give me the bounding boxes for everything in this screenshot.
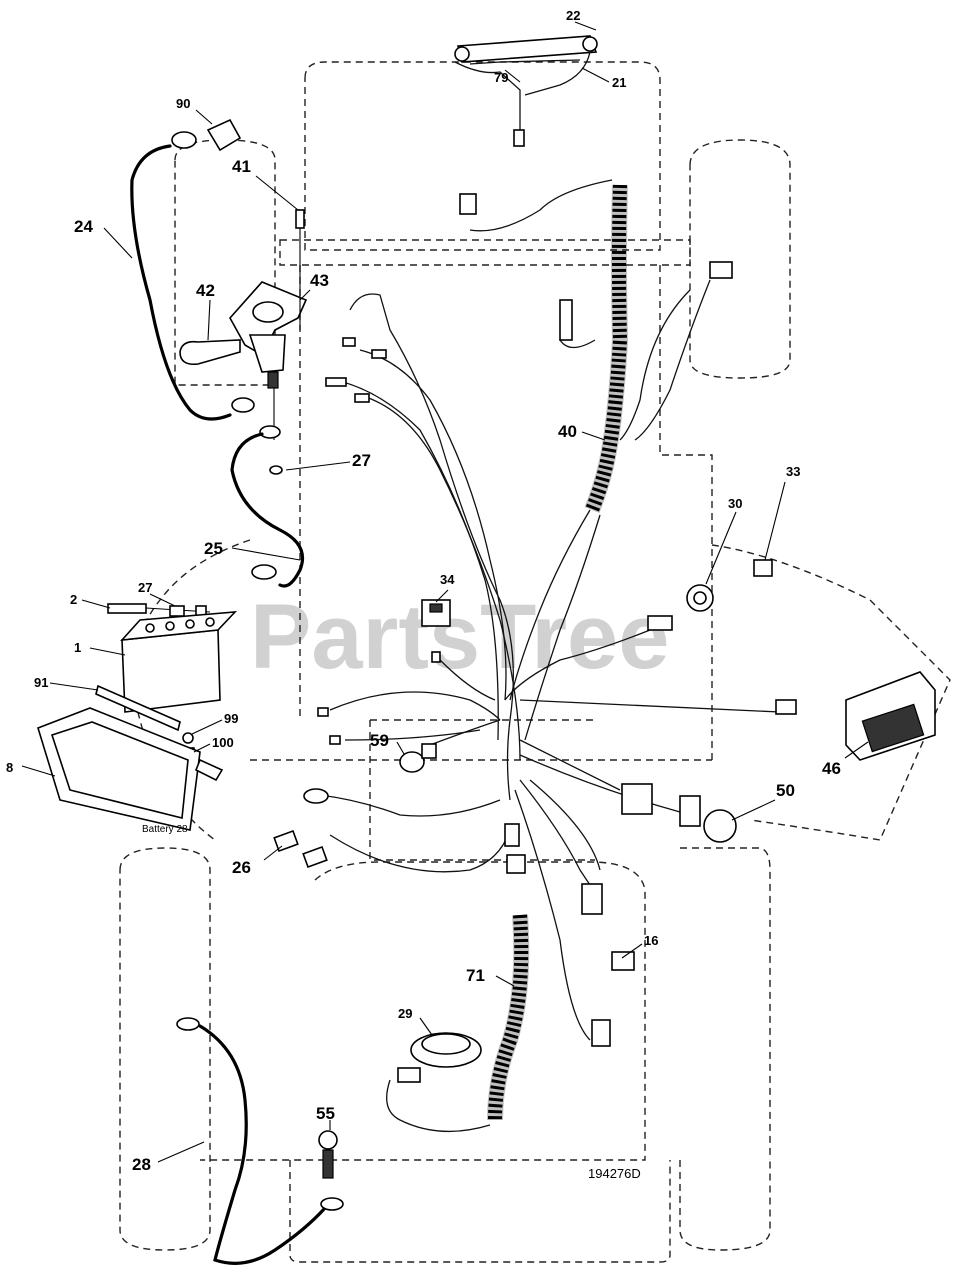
watermark-text: PartsTree [250, 586, 669, 688]
center-frame-outline [299, 265, 713, 760]
rear-frame-outline [289, 1160, 671, 1263]
battery-assembly: Battery 28 [37, 603, 238, 835]
callout-71: 71 [466, 966, 485, 985]
callout-27-top: 27 [352, 451, 371, 470]
front-right-wheel-outline [689, 139, 791, 379]
callout-28: 28 [132, 1155, 151, 1174]
components [176, 193, 936, 1265]
callout-34: 34 [440, 572, 455, 587]
callout-100: 100 [212, 735, 234, 750]
callout-29: 29 [398, 1006, 412, 1021]
callout-25: 25 [204, 539, 223, 558]
callout-90: 90 [176, 96, 190, 111]
callout-8: 8 [6, 760, 13, 775]
rear-right-wheel-outline [679, 847, 771, 1251]
callout-91: 91 [34, 675, 48, 690]
callout-46: 46 [822, 759, 841, 778]
callout-40: 40 [558, 422, 577, 441]
seat-deck-outline [200, 861, 646, 1161]
callout-30: 30 [728, 496, 742, 511]
callout-1: 1 [74, 640, 81, 655]
callout-labels: 22 79 21 90 41 24 42 43 40 27 25 34 33 3… [6, 8, 841, 1174]
battery-cables [130, 118, 305, 588]
callout-42: 42 [196, 281, 215, 300]
callout-43: 43 [310, 271, 329, 290]
callout-16: 16 [644, 933, 658, 948]
callout-59: 59 [370, 731, 389, 750]
callout-50: 50 [776, 781, 795, 800]
callout-79: 79 [494, 70, 508, 85]
rear-left-wheel-outline [119, 847, 211, 1251]
callout-41: 41 [232, 157, 251, 176]
headlight-harness [454, 35, 598, 147]
solenoid-assembly [179, 209, 308, 475]
callout-26: 26 [232, 858, 251, 877]
battery-part-label: Battery 28 [142, 824, 188, 835]
frame-upper-outline [279, 239, 691, 266]
callout-27-battery: 27 [138, 580, 152, 595]
callout-24: 24 [74, 217, 93, 236]
leader-lines [21, 21, 869, 1163]
drawing-number: 194276D [588, 1166, 641, 1181]
callout-55: 55 [316, 1104, 335, 1123]
main-wire-harness [319, 179, 781, 1133]
callout-33: 33 [786, 464, 800, 479]
callout-22: 22 [566, 8, 580, 23]
callout-21: 21 [612, 75, 626, 90]
conduit-40 [584, 184, 629, 513]
callout-99: 99 [224, 711, 238, 726]
callout-2: 2 [70, 592, 77, 607]
conduit-71 [487, 914, 530, 1121]
hood-outline [304, 61, 661, 251]
